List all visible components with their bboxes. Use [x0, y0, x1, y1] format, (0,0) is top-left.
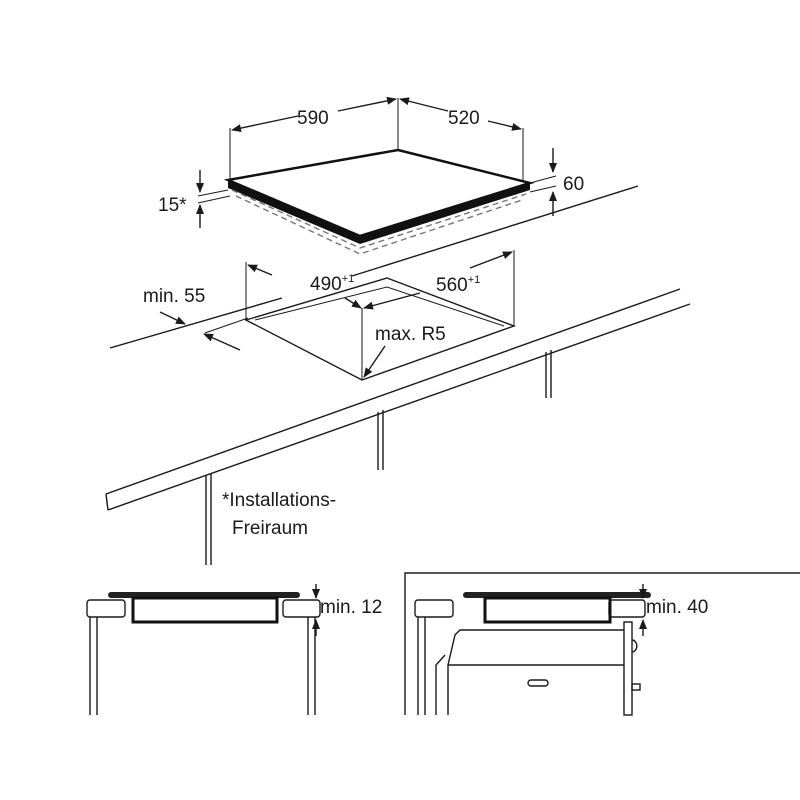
hob-depth-label: 520 — [448, 108, 480, 129]
side-view-right — [404, 572, 800, 716]
right-min-label: min. 40 — [646, 597, 708, 618]
footnote-line2: Freiraum — [232, 518, 308, 539]
left-min-label: min. 12 — [320, 597, 382, 618]
hob-isometric — [223, 148, 535, 255]
dimension-lines-hob — [196, 96, 557, 228]
side-clearance-label: 15* — [158, 195, 187, 216]
cutout — [159, 250, 517, 381]
worktop — [105, 185, 691, 565]
max-radius-label: max. R5 — [375, 324, 446, 345]
hob-width-label: 590 — [297, 108, 329, 129]
side-view-left — [86, 584, 321, 715]
hob-height-label: 60 — [563, 174, 584, 195]
cutout-width-label: 560+1 — [436, 274, 480, 296]
cutout-depth-label: 490+1 — [310, 273, 354, 295]
min-front-distance-label: min. 55 — [143, 286, 205, 307]
footnote-line1: *Installations- — [222, 490, 336, 511]
